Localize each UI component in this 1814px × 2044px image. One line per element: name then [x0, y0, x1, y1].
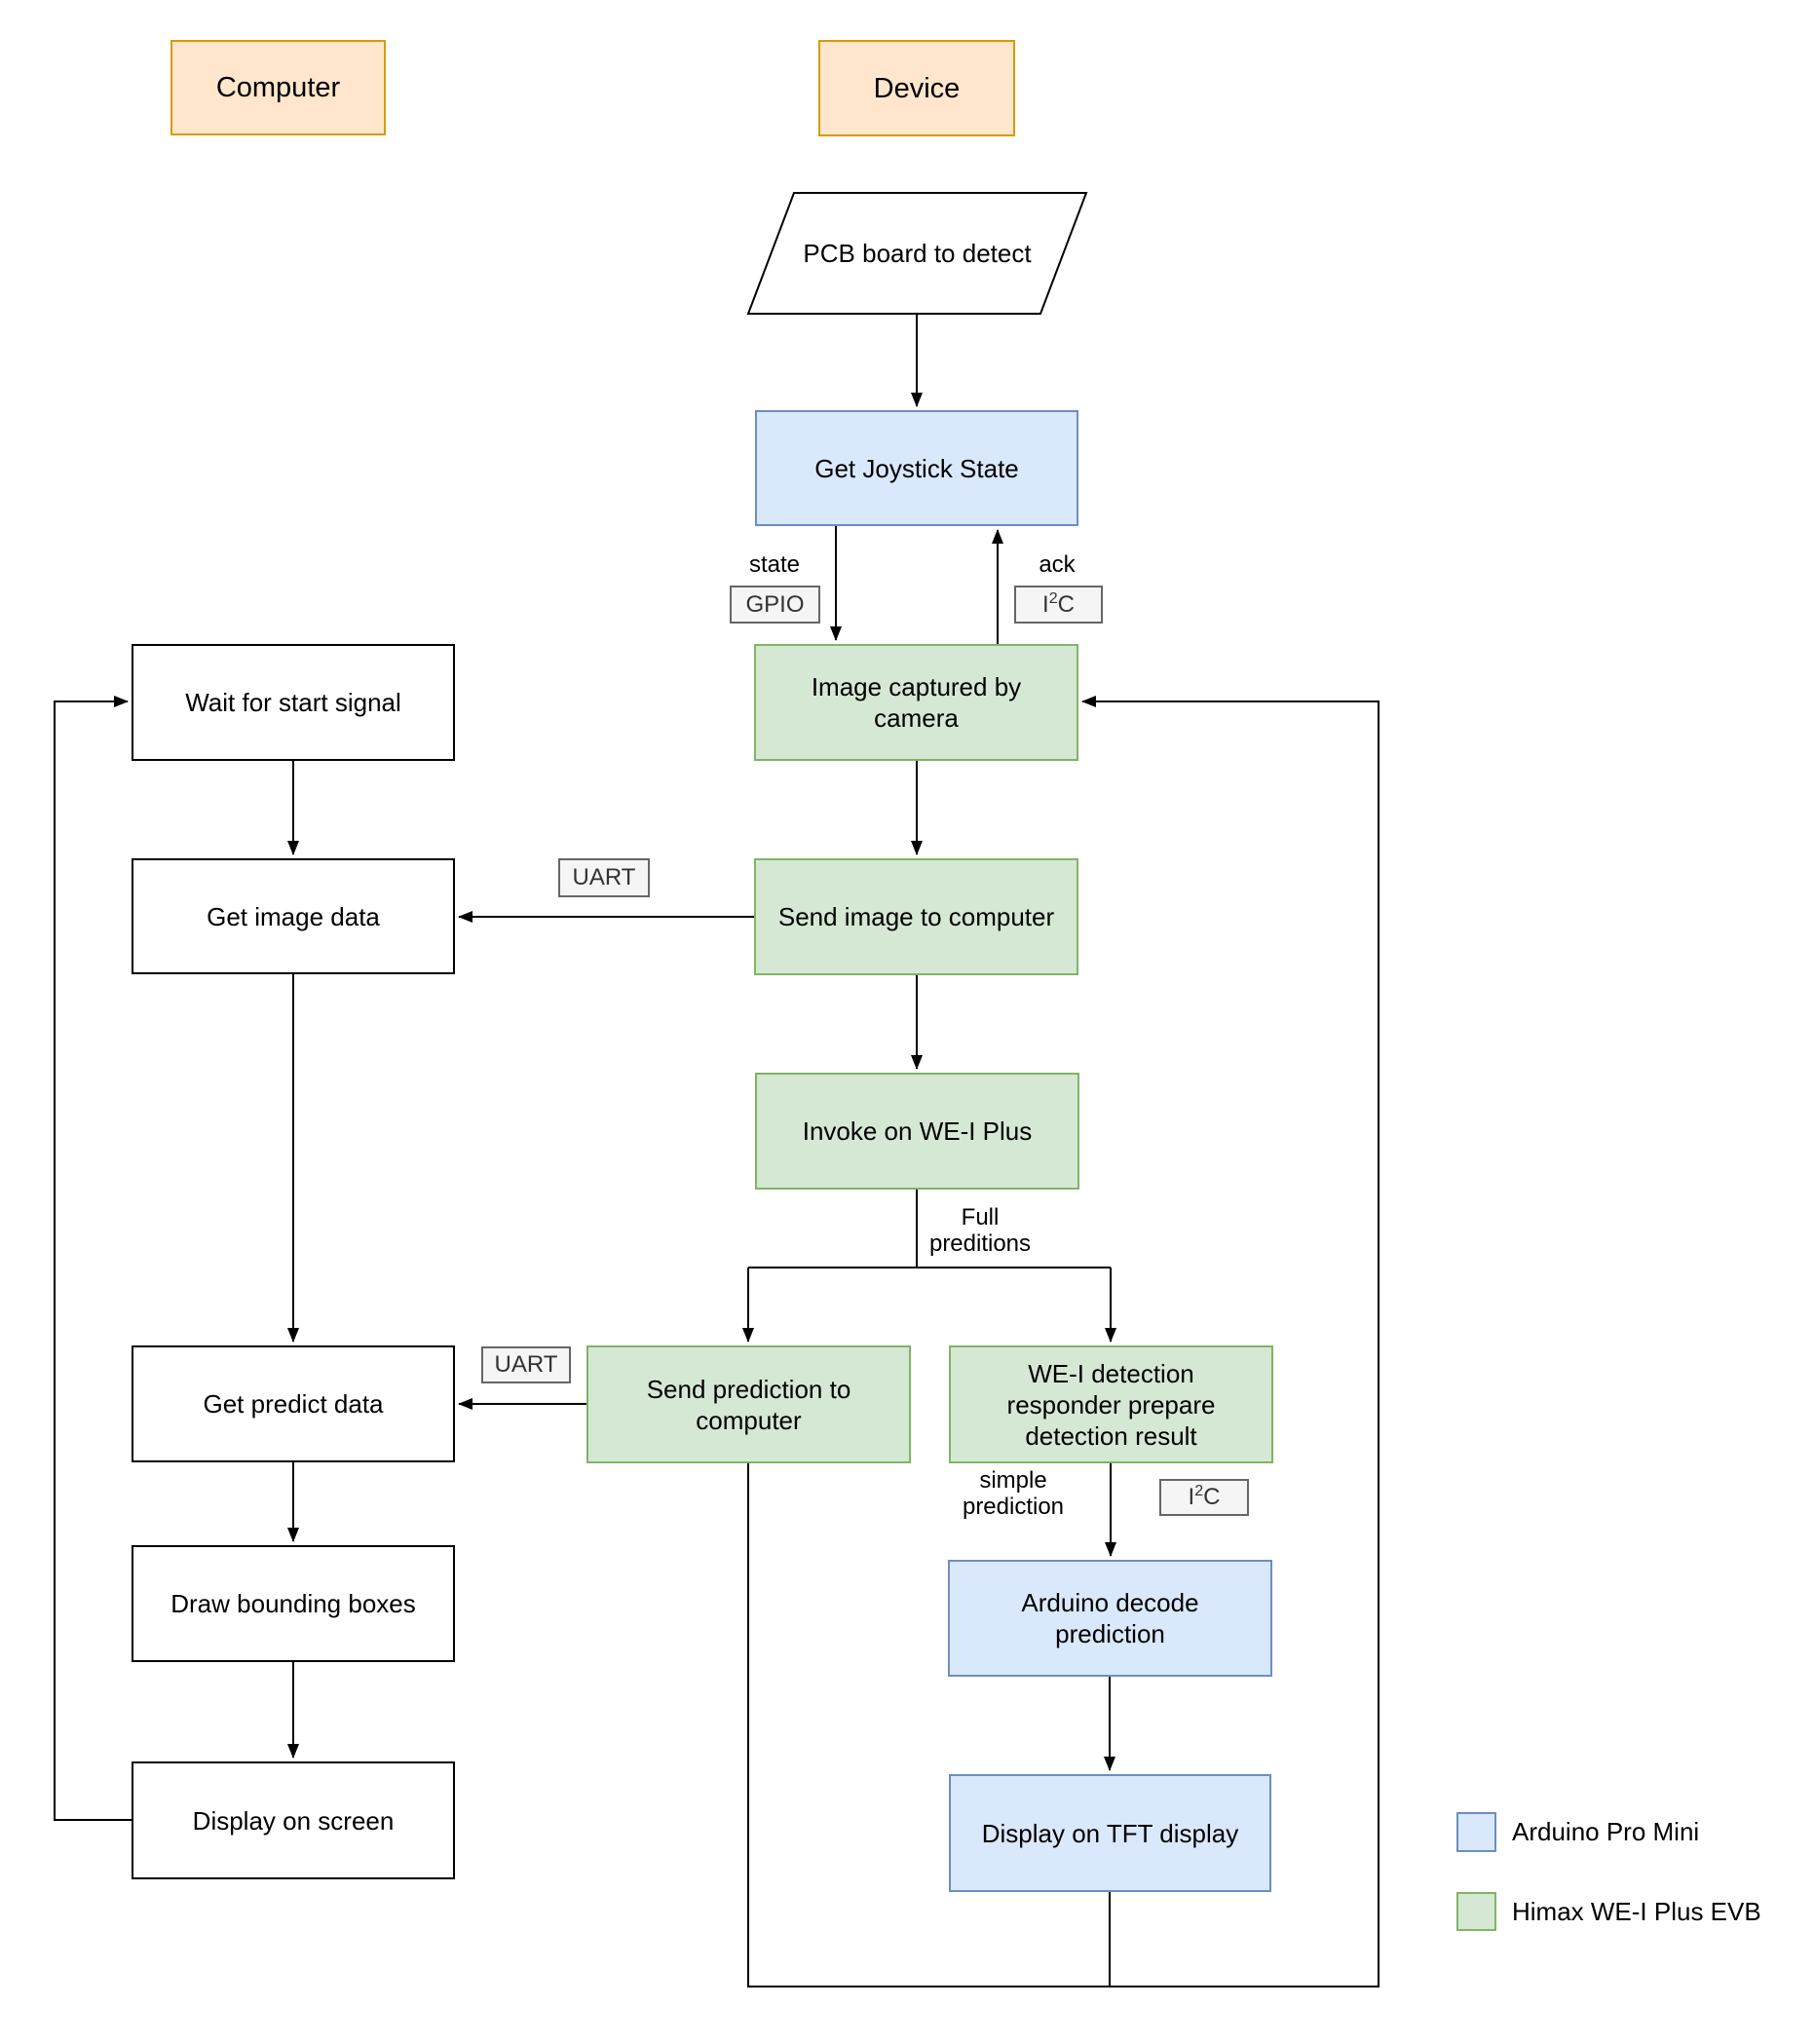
header-computer: Computer — [170, 40, 386, 135]
node-wei-detection-responder: WE-I detection responder prepare detecti… — [949, 1345, 1273, 1463]
protocol-label-gpio: GPIO — [730, 586, 820, 624]
node-image-captured: Image captured by camera — [754, 644, 1078, 761]
simple-prediction-line2: prediction — [962, 1494, 1065, 1520]
legend-swatch-arduino — [1456, 1812, 1496, 1852]
node-get-joystick-state: Get Joystick State — [755, 410, 1078, 526]
uart-image-label-text: UART — [572, 864, 636, 890]
i2c-prediction-label-text: I2C — [1188, 1483, 1221, 1511]
edge-label-state: state — [748, 551, 801, 578]
legend-label-arduino: Arduino Pro Mini — [1512, 1817, 1700, 1846]
protocol-label-i2c-ack: I2C — [1014, 586, 1103, 624]
full-preditions-line2: preditions — [928, 1230, 1032, 1257]
node-display-on-screen: Display on screen — [132, 1761, 455, 1879]
node-wait-start-signal: Wait for start signal — [132, 644, 455, 761]
legend-swatch-himax — [1456, 1892, 1496, 1931]
legend-label-himax: Himax WE-I Plus EVB — [1512, 1896, 1761, 1926]
protocol-label-uart-image: UART — [558, 858, 650, 897]
edge-label-ack: ack — [1039, 551, 1076, 578]
node-pcb-board-label: PCB board to detect — [803, 239, 1032, 268]
feedback-loop-computer — [54, 696, 132, 1821]
node-get-image-data: Get image data — [132, 858, 455, 974]
protocol-label-uart-prediction: UART — [481, 1346, 571, 1383]
header-device: Device — [818, 40, 1015, 136]
node-arduino-decode: Arduino decode prediction — [948, 1560, 1272, 1677]
node-get-predict-data: Get predict data — [132, 1345, 455, 1462]
node-send-prediction: Send prediction to computer — [586, 1345, 911, 1463]
uart-prediction-label-text: UART — [494, 1351, 558, 1378]
node-draw-bounding-boxes: Draw bounding boxes — [132, 1545, 455, 1662]
node-display-tft: Display on TFT display — [949, 1774, 1271, 1892]
node-invoke-wei-plus: Invoke on WE-I Plus — [755, 1073, 1079, 1190]
feedback-loop-device — [747, 696, 1379, 1987]
simple-prediction-line1: simple — [979, 1467, 1047, 1494]
node-send-image: Send image to computer — [754, 858, 1078, 975]
edge-label-simple-prediction: simple prediction — [935, 1467, 1091, 1520]
edge-label-full-preditions: Full preditions — [902, 1204, 1058, 1257]
gpio-label-text: GPIO — [745, 590, 805, 618]
full-preditions-line1: Full — [961, 1204, 1000, 1230]
pcb-parallelogram — [746, 192, 1088, 315]
i2c-label-text: I2C — [1042, 589, 1075, 618]
protocol-label-i2c-prediction: I2C — [1159, 1479, 1249, 1516]
